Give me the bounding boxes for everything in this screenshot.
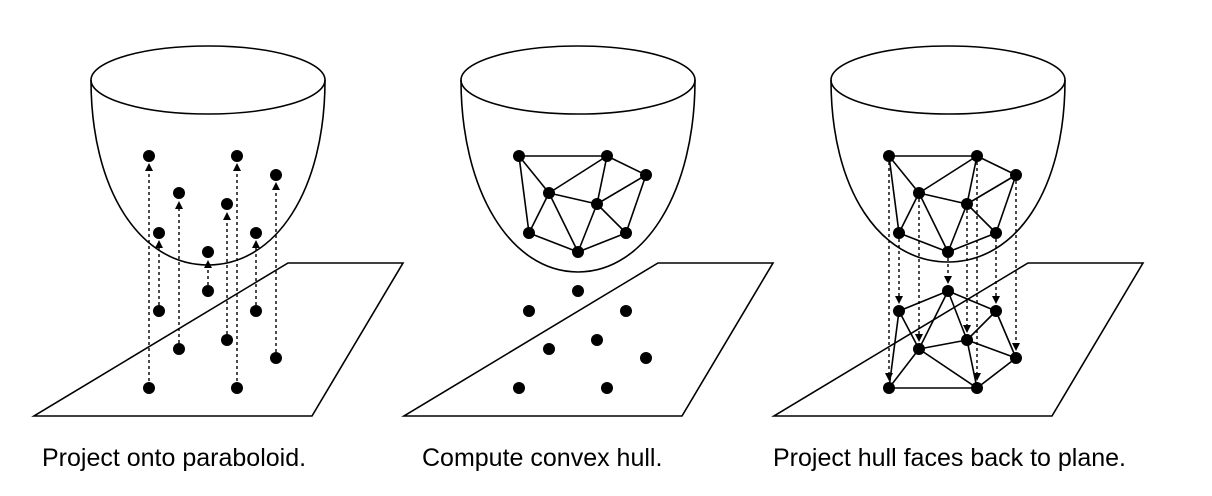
panel-compute-convex-hull — [401, 45, 775, 417]
caption-panel-3: Project hull faces back to plane. — [773, 444, 1126, 472]
caption-panel-2: Compute convex hull. — [422, 444, 663, 472]
upper-triangulation-edges — [888, 155, 1017, 253]
lifted-points — [143, 150, 282, 258]
paraboloid — [90, 45, 326, 266]
plane — [31, 262, 405, 417]
upper-vertices — [883, 150, 1022, 258]
convex-hull-edges — [518, 155, 647, 253]
paraboloid — [830, 45, 1066, 263]
caption-panel-1: Project onto paraboloid. — [42, 444, 307, 472]
panel-project-onto-paraboloid — [31, 45, 405, 417]
hull-vertices — [513, 150, 652, 258]
plane — [771, 262, 1145, 417]
panel-project-hull-faces-back — [771, 45, 1145, 417]
projection-lines — [885, 162, 1020, 381]
plane-points — [513, 285, 652, 394]
plane — [401, 262, 775, 417]
lower-vertices — [883, 285, 1022, 394]
paraboloid — [460, 45, 696, 273]
plane-points — [143, 285, 282, 394]
projection-lines — [145, 163, 280, 387]
